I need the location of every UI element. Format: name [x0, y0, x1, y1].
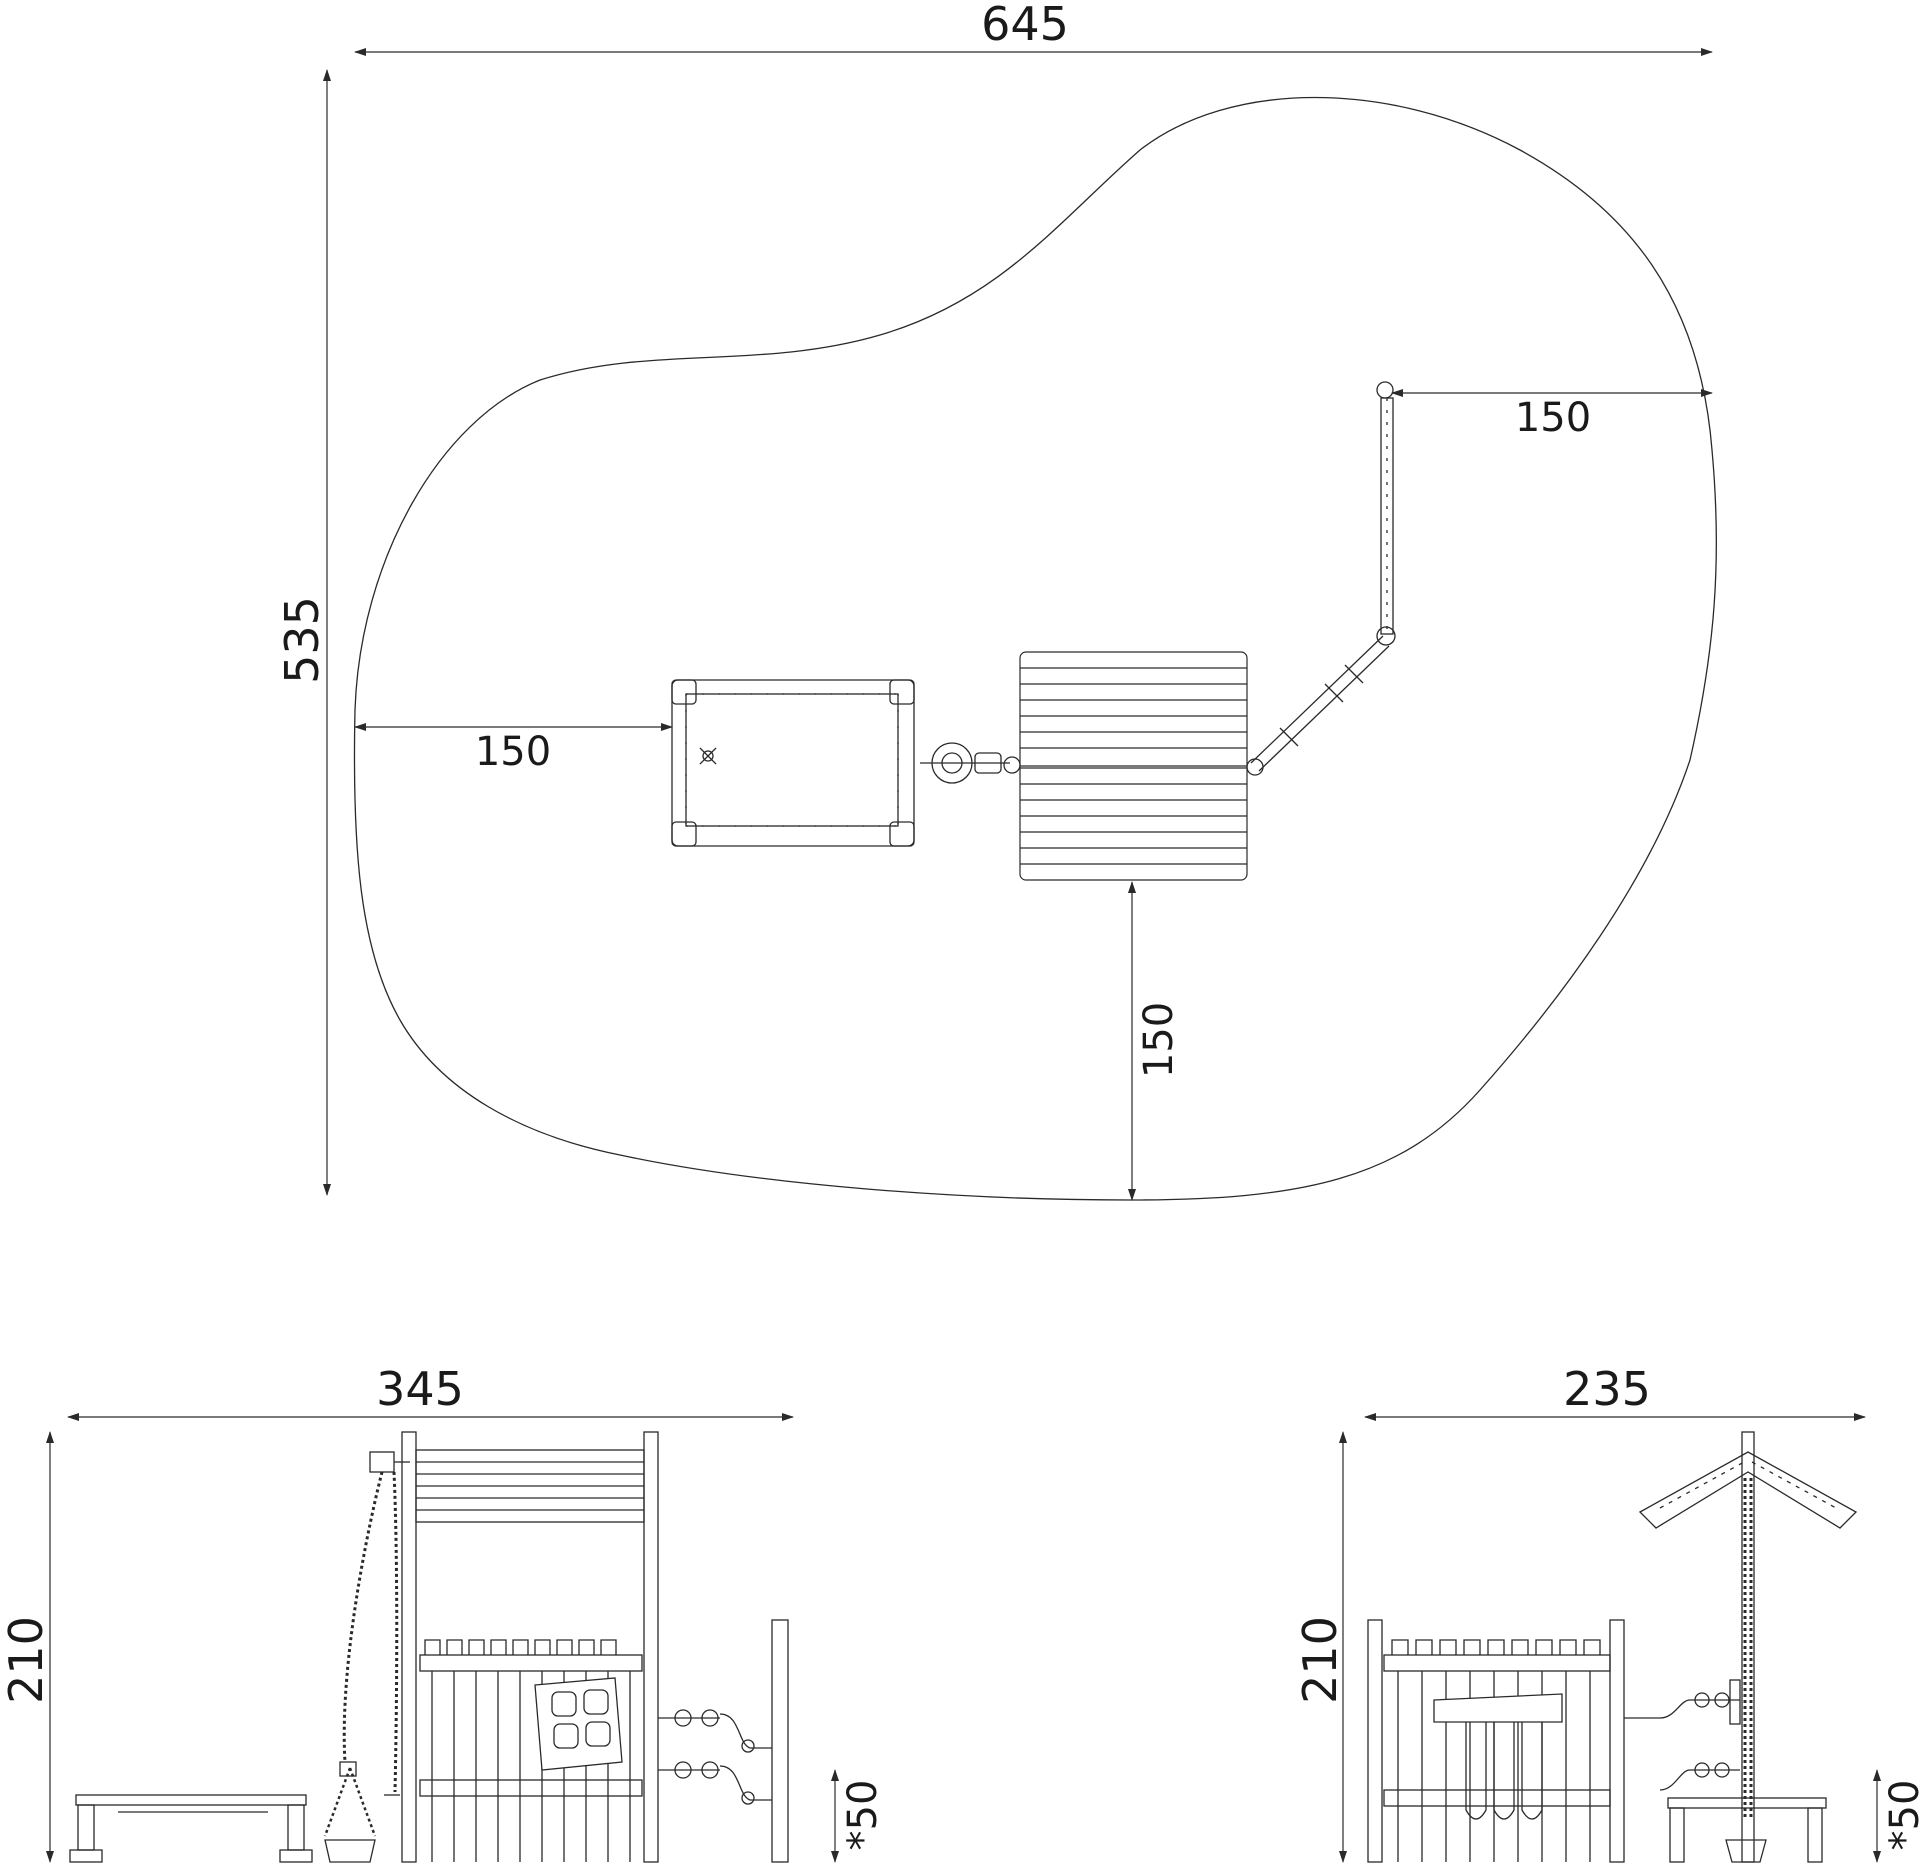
dim-label-clearance-top-right: 150: [1515, 395, 1591, 441]
water-channel-plan: [1246, 381, 1396, 776]
dim-label-clearance-left: 150: [475, 729, 551, 775]
roofed-table-plan: [1019, 651, 1248, 881]
side-elevation: 235 210 *50: [1293, 1362, 1920, 1863]
safety-zone-outline: [353, 96, 1718, 1201]
dim-label-front-height: 210: [0, 1616, 53, 1704]
dim-label-side-footing: *50: [1882, 1780, 1920, 1851]
dim-label-side-height: 210: [1293, 1616, 1347, 1704]
roof-pump-side: [1624, 1431, 1858, 1863]
sandbox-table-plan: [671, 679, 915, 847]
plan-view: 645 535 150 150 150: [275, 0, 1718, 1201]
water-channel-front: [658, 1619, 789, 1863]
water-pump-plan: [920, 742, 1021, 784]
playhouse-side: [1367, 1619, 1625, 1863]
dim-label-front-footing: *50: [840, 1780, 886, 1851]
dim-label-side-width: 235: [1563, 1362, 1651, 1416]
dim-label-front-width: 345: [376, 1362, 464, 1416]
sandbox-table-front: [69, 1794, 313, 1863]
pump-chain-front: [323, 1451, 410, 1863]
dim-label-plan-depth: 535: [275, 596, 329, 684]
dim-label-plan-width: 645: [981, 0, 1069, 51]
dim-label-clearance-bottom: 150: [1136, 1002, 1182, 1078]
playhouse-front: [401, 1431, 659, 1863]
front-elevation: 345 210 *50: [0, 1362, 886, 1863]
